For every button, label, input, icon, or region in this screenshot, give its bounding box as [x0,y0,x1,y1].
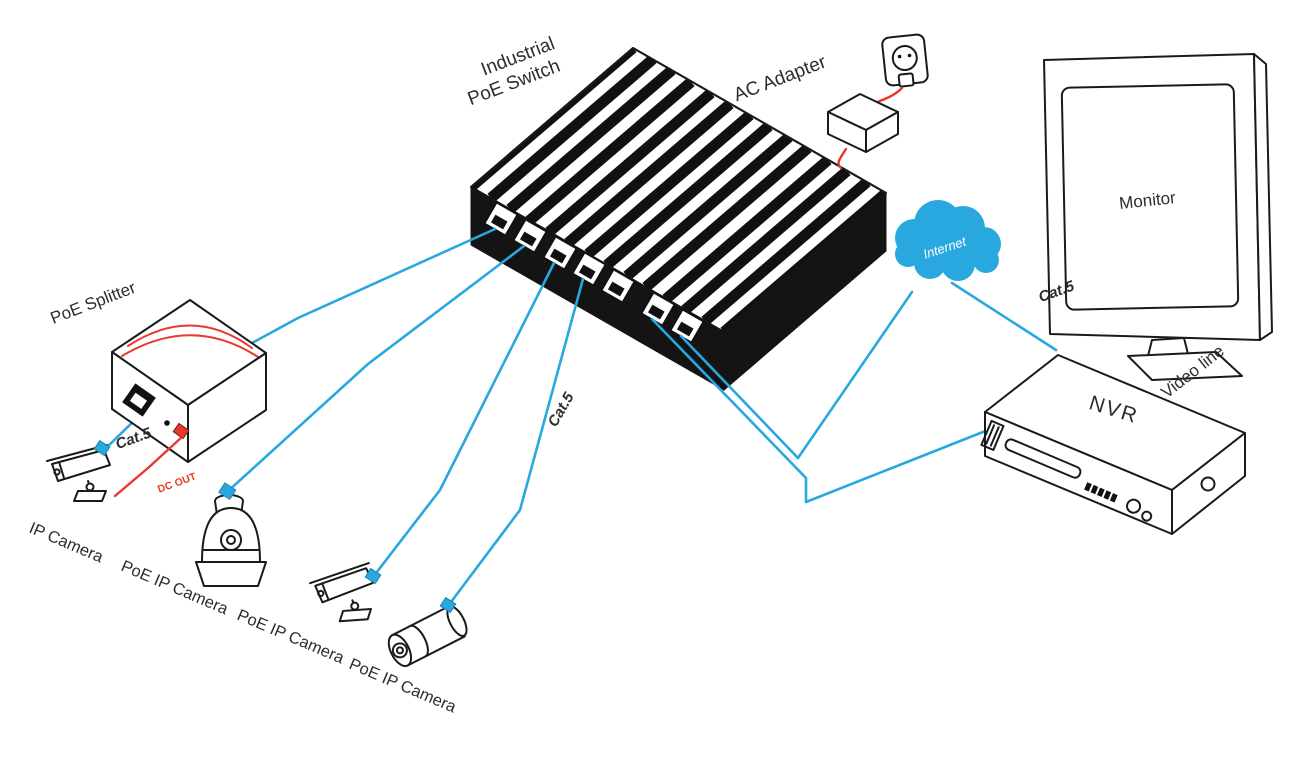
rj45-port-4 [571,251,607,287]
industrial-poe-switch [470,47,887,392]
nvr-side-button [1200,476,1216,492]
ip-camera-label: IP Camera [26,519,106,567]
poe-splitter [111,299,267,463]
rj45-port-3 [542,235,578,271]
poe-splitter-label: PoE Splitter [48,278,139,328]
rj45-port-2 [512,218,548,254]
ac-outlet [881,33,929,88]
cat5-cable-cylinder-camera [446,277,585,608]
switch-fins [471,48,886,332]
monitor-side [1253,53,1273,341]
bullet-camera-2 [307,561,377,625]
monitor-screen [1060,83,1240,311]
rj45-port-5 [600,268,636,304]
nvr [980,354,1246,535]
splitter-side-face [187,352,267,463]
cat5-left-label: Cat.5 [113,424,154,453]
monitor-base [1127,351,1243,381]
dc-power-cable [113,435,184,498]
nvr-front-details [980,419,1153,522]
camera1-connector [93,439,111,457]
cat5-cable-internet-nvr [950,281,1058,352]
rj45-port-6 [640,291,676,327]
cat5-cable-switch-nvr [650,317,990,504]
nvr-side-face [1171,432,1246,535]
poe-ip-camera-label-2: PoE IP Camera [234,606,347,668]
dome-camera-connector [218,482,237,500]
cat5-mid-label: Cat.5 [545,389,578,430]
monitor [1043,53,1273,381]
nvr-disc-tray [1004,438,1082,479]
cat5-cable-dome-camera [225,244,526,494]
camera3-connector [439,596,457,614]
cat5-cable-switch-internet [679,290,914,460]
cylinder-camera [387,605,468,668]
rj45-port-1 [483,201,519,237]
power-plug [897,72,915,88]
splitter-reset-hole [164,420,170,426]
splitter-dc-jack [172,422,190,440]
dc-out-label: DC OUT [156,470,198,495]
cat5-cable-bullet-camera [371,261,556,579]
camera2-connector [364,567,382,585]
power-cable-switch [837,147,848,170]
switch-side-face [723,191,887,392]
ac-adapter-label: AC Adapter [731,51,830,106]
splitter-rj45-port [122,383,156,417]
internet-cloud [895,200,1001,281]
dome-camera [195,494,267,587]
cat5-cable-splitter-switch [228,227,497,357]
ac-adapter [827,93,899,153]
